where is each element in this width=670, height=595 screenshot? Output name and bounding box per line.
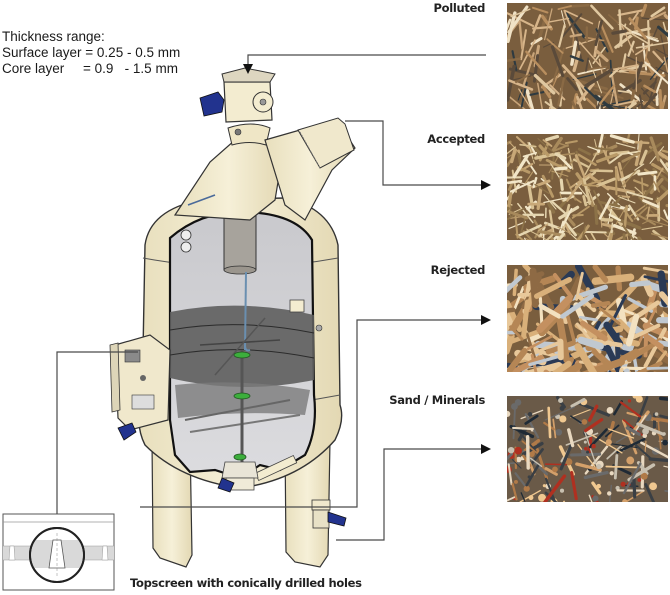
label-polluted: Polluted bbox=[433, 1, 485, 15]
rejected-chips-photo bbox=[507, 265, 668, 372]
polluted-chips-photo bbox=[507, 3, 668, 109]
connector-topscreen bbox=[56, 351, 138, 514]
surface-layer-range: Surface layer = 0.25 - 0.5 mm bbox=[2, 45, 181, 60]
core-layer-range: Core layer = 0.9 - 1.5 mm bbox=[2, 61, 178, 76]
topscreen-detail-inset bbox=[2, 513, 115, 591]
topscreen-caption: Topscreen with conically drilled holes bbox=[130, 576, 362, 590]
sand-minerals-photo bbox=[507, 396, 668, 502]
label-rejected: Rejected bbox=[430, 263, 486, 277]
label-sand-minerals: Sand / Minerals bbox=[389, 393, 485, 407]
connector-sand-minerals bbox=[336, 444, 491, 541]
thickness-range-note: Thickness range: Surface layer = 0.25 - … bbox=[2, 29, 180, 77]
thickness-title: Thickness range: bbox=[2, 29, 105, 44]
connector-polluted bbox=[243, 54, 486, 74]
label-accepted: Accepted bbox=[427, 132, 485, 146]
accepted-outlet-duct bbox=[264, 117, 356, 221]
connector-accepted bbox=[345, 120, 491, 190]
connector-rejected bbox=[140, 315, 491, 508]
inlet-assembly bbox=[173, 67, 323, 332]
accepted-chips-photo bbox=[507, 134, 668, 240]
cutaway-interior bbox=[168, 189, 317, 491]
reject-outlet-box bbox=[109, 334, 347, 529]
